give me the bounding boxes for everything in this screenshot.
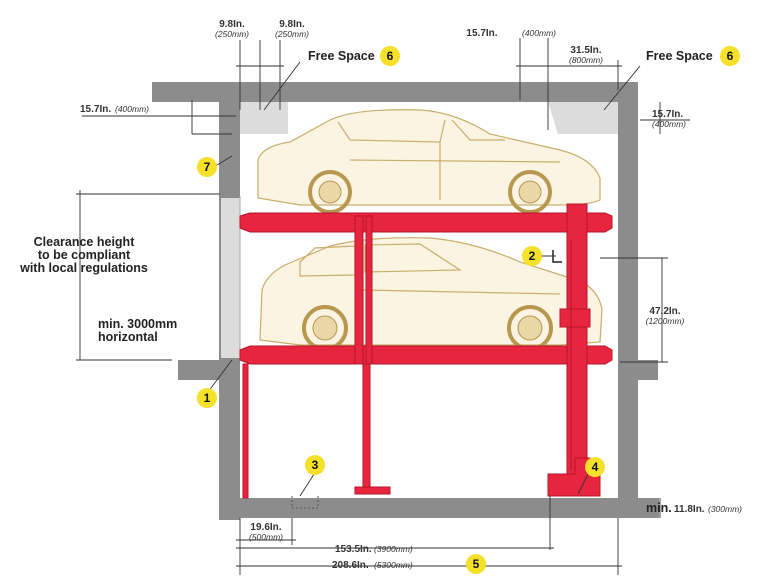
dim-top-right-2: 31.5In. xyxy=(570,45,601,56)
dim-top-right-1: 15.7In. xyxy=(466,28,497,39)
pit-floor xyxy=(219,498,659,518)
center-post-right xyxy=(365,215,373,365)
dim-right-ceiling-mm: (400mm) xyxy=(652,119,686,129)
badge-7: 7 xyxy=(197,157,217,177)
lock-mechanism xyxy=(552,250,562,263)
main-post xyxy=(566,203,588,485)
free-space-zone-left xyxy=(240,102,288,134)
free-space-left-label: Free Space xyxy=(308,49,375,63)
dim-top-left-1-mm: (250mm) xyxy=(215,29,249,39)
dim-right-ceiling: 15.7In. xyxy=(652,109,683,120)
center-post-lower xyxy=(362,363,371,490)
horizontal-line-2: horizontal xyxy=(98,330,158,344)
free-space-zone-right xyxy=(548,102,618,134)
right-ground-slab xyxy=(638,360,658,380)
svg-text:2: 2 xyxy=(529,249,536,263)
svg-text:3: 3 xyxy=(312,458,319,472)
drain xyxy=(291,496,319,509)
dim-left-ceiling: 15.7In. xyxy=(80,104,111,115)
horizontal-line-1: min. 3000mm xyxy=(98,317,177,331)
badge-6-right: 6 xyxy=(720,46,740,66)
left-wall-pit xyxy=(219,360,240,520)
lower-car xyxy=(259,237,603,351)
center-post-left xyxy=(354,215,364,365)
main-post-carriage xyxy=(559,308,591,328)
upper-platform xyxy=(239,212,613,233)
dim-post-distance-mm: (3900mm) xyxy=(374,544,413,554)
dim-total-width-mm: (5300mm) xyxy=(374,560,413,570)
dim-top-right-1-mm: (400mm) xyxy=(522,28,556,38)
svg-text:1: 1 xyxy=(204,391,211,405)
dim-drain-width: 19.6In. xyxy=(250,522,281,533)
right-wall xyxy=(618,82,638,518)
badge-2: 2 xyxy=(522,246,542,266)
dim-top-left-2-mm: (250mm) xyxy=(275,29,309,39)
clearance-zone xyxy=(221,198,240,358)
dimension-lines xyxy=(76,38,690,575)
clearance-line-1: Clearance height xyxy=(34,235,136,249)
upper-car xyxy=(257,109,601,214)
clearance-line-2: to be compliant xyxy=(38,248,131,262)
lower-platform xyxy=(239,345,613,365)
badge-5: 5 xyxy=(466,554,486,574)
dim-post-distance: 153.5In. xyxy=(335,544,372,555)
dim-platform-height: 47.2In. xyxy=(649,306,680,317)
dim-total-width: 208.6In. xyxy=(332,560,369,571)
clearance-line-3: with local regulations xyxy=(19,261,148,275)
dim-platform-height-mm: (1200mm) xyxy=(646,316,685,326)
badge-3: 3 xyxy=(305,455,325,475)
dim-drain-width-mm: (500mm) xyxy=(249,532,283,542)
left-post xyxy=(242,363,249,499)
lift-structure xyxy=(239,203,613,499)
dim-pit-depth-mm: (300mm) xyxy=(708,504,742,514)
dim-pit-depth: 11.8In. xyxy=(674,504,705,515)
dim-pit-depth-prefix: min. xyxy=(646,501,672,515)
badge-1: 1 xyxy=(197,388,217,408)
svg-text:6: 6 xyxy=(387,49,394,63)
svg-text:6: 6 xyxy=(727,49,734,63)
badge-6-left: 6 xyxy=(380,46,400,66)
center-post-foot xyxy=(354,486,391,495)
dim-top-right-2-mm: (800mm) xyxy=(569,55,603,65)
dim-left-ceiling-mm: (400mm) xyxy=(115,104,149,114)
badge-4: 4 xyxy=(585,457,605,477)
dim-top-left-2: 9.8In. xyxy=(279,19,305,30)
svg-text:4: 4 xyxy=(592,460,599,474)
free-space-right-label: Free Space xyxy=(646,49,713,63)
svg-text:5: 5 xyxy=(473,557,480,571)
dim-top-left-1: 9.8In. xyxy=(219,19,245,30)
svg-text:7: 7 xyxy=(204,160,211,174)
